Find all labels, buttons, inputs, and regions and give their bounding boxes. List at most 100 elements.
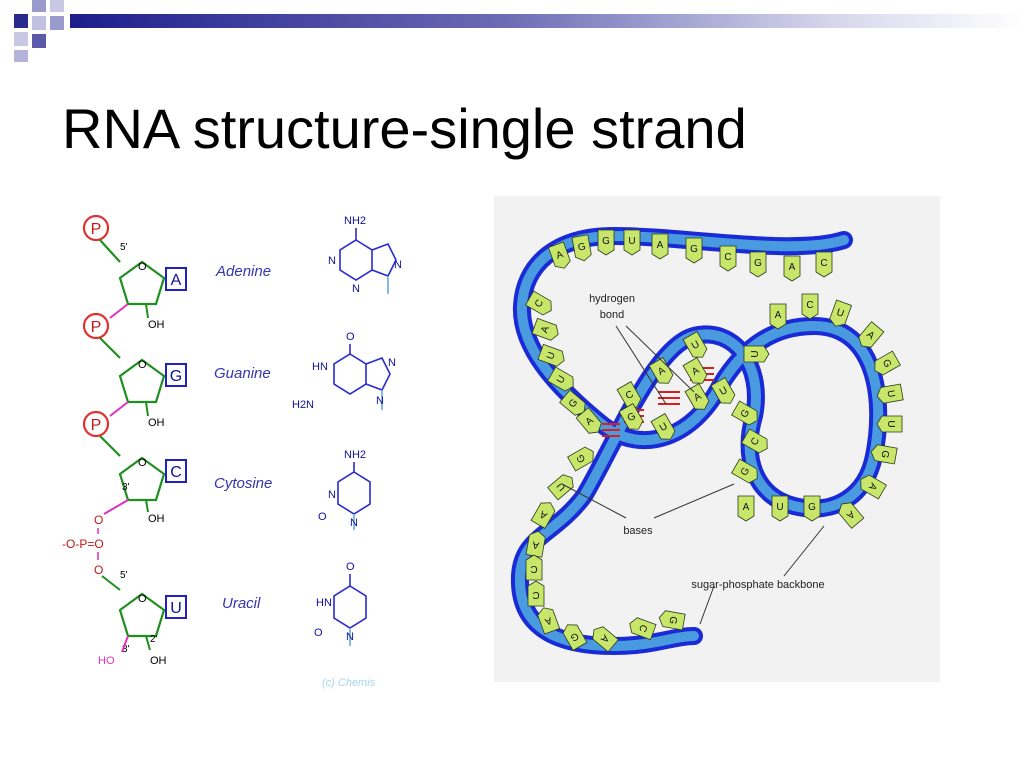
base-letter: G: [690, 244, 698, 255]
nucleotide-3: P O C Cytosine 3' OH: [82, 410, 272, 525]
phosphate-label: P: [91, 221, 102, 238]
base-letter: U: [545, 351, 558, 362]
base-tab: G: [562, 624, 588, 651]
base-box: [165, 267, 187, 291]
ho-label: HO: [98, 655, 115, 667]
decor-square-8: [14, 50, 28, 62]
base-tab: A: [547, 241, 571, 269]
base-tab: G: [870, 444, 898, 465]
base-letter: U: [628, 236, 635, 247]
base-letter: C: [624, 389, 636, 402]
uracil-structure: O HN O N: [314, 561, 367, 646]
base-tab: A: [592, 626, 619, 653]
base-box: [165, 459, 187, 483]
base-tab: C: [815, 251, 833, 278]
base-tab: G: [618, 403, 644, 430]
base-tab: G: [685, 237, 703, 264]
nucleotide-2: P O G Guanine OH: [82, 312, 271, 429]
base-tab: A: [858, 321, 885, 348]
base-tab: U: [743, 345, 770, 363]
base-letter: A: [692, 391, 704, 404]
prime-3-label: 3': [122, 644, 130, 655]
base-tab: U: [623, 229, 641, 256]
base-tab: C: [527, 580, 545, 607]
cytosine-structure: NH2 O N N: [318, 449, 371, 530]
base-letter: A: [866, 481, 879, 493]
decor-square-6: [14, 32, 28, 46]
base-letter: U: [658, 421, 670, 434]
base-tab: A: [537, 607, 561, 635]
hydrogen-bond-label-line1: hydrogen: [589, 293, 635, 305]
base-tab: G: [731, 400, 758, 426]
nucleotide-1: P 5' O A Adenine OH: [82, 214, 271, 331]
decor-square-2: [32, 0, 46, 12]
base-tab: C: [525, 290, 552, 316]
guanine-structure: O HN H2N N N: [292, 331, 396, 411]
base-letter: G: [170, 368, 182, 385]
ring-oxygen: O: [138, 457, 147, 469]
ring-oxygen: O: [138, 261, 147, 273]
base-name: Adenine: [215, 263, 271, 280]
decor-square-7: [32, 34, 46, 48]
base-tab: U: [537, 343, 565, 367]
amino-group: NH2: [344, 215, 366, 227]
base-name: Cytosine: [214, 475, 272, 492]
decor-square-1: [14, 14, 28, 28]
phosphodiester-link: O -O-P=O O: [62, 513, 121, 591]
prime-3-label: 3': [122, 482, 130, 493]
base-letter: C: [532, 589, 539, 600]
base-letter: C: [724, 252, 731, 263]
decor-square-4: [32, 16, 46, 30]
base-letter: G: [878, 449, 890, 459]
annotation-lines: [561, 325, 825, 625]
base-box: [165, 595, 187, 619]
svg-text:O: O: [314, 627, 323, 639]
base-letter: G: [666, 615, 678, 625]
base-letter: C: [170, 464, 182, 481]
base-letter: A: [690, 365, 702, 378]
ring-oxygen: O: [138, 593, 147, 605]
base-tab: C: [525, 554, 543, 581]
base-letter: A: [743, 502, 750, 513]
title-decor-bar: [70, 14, 1024, 28]
base-letter: C: [530, 563, 537, 574]
image-credit: (c) Chemis: [322, 677, 376, 689]
base-tab: G: [658, 610, 686, 631]
svg-text:O: O: [318, 511, 327, 523]
phosphate-icon: [82, 214, 110, 242]
base-tab: U: [547, 474, 574, 501]
base-tab: A: [575, 407, 602, 434]
oh-label: OH: [148, 417, 165, 429]
base-letter: C: [820, 258, 827, 269]
svg-text:N: N: [352, 283, 360, 295]
phosphate-icon: [82, 410, 110, 438]
oh-label: OH: [148, 513, 165, 525]
base-tab: A: [769, 303, 787, 330]
base-tab: A: [530, 502, 556, 529]
base-tab: G: [597, 229, 615, 256]
phosphate-icon: [82, 312, 110, 340]
base-tab: C: [719, 245, 737, 272]
base-tab: U: [710, 377, 736, 404]
base-tab: A: [682, 357, 708, 384]
prime-5-label: 5': [120, 242, 128, 253]
base-letter: C: [749, 436, 762, 448]
base-tab: G: [567, 446, 594, 472]
base-letter: U: [835, 307, 846, 320]
base-tab: G: [731, 458, 758, 484]
oh-label: OH: [150, 655, 167, 667]
adenine-structure: NH2 N N N: [328, 215, 402, 295]
phosphodiester-o-top: O: [94, 513, 103, 527]
base-tab: C: [741, 428, 768, 454]
nucleotide-4: 5' O U Uracil 3' 2' HO OH: [98, 570, 261, 667]
base-letter: U: [170, 600, 182, 617]
base-letter: G: [602, 236, 610, 247]
phosphate-label: P: [91, 417, 102, 434]
base-letter: A: [171, 272, 182, 289]
svg-text:H2N: H2N: [292, 399, 314, 411]
base-letter: A: [539, 325, 552, 335]
prime-2-label: 2': [150, 634, 158, 645]
svg-text:N: N: [328, 489, 336, 501]
base-tab: U: [682, 331, 708, 358]
